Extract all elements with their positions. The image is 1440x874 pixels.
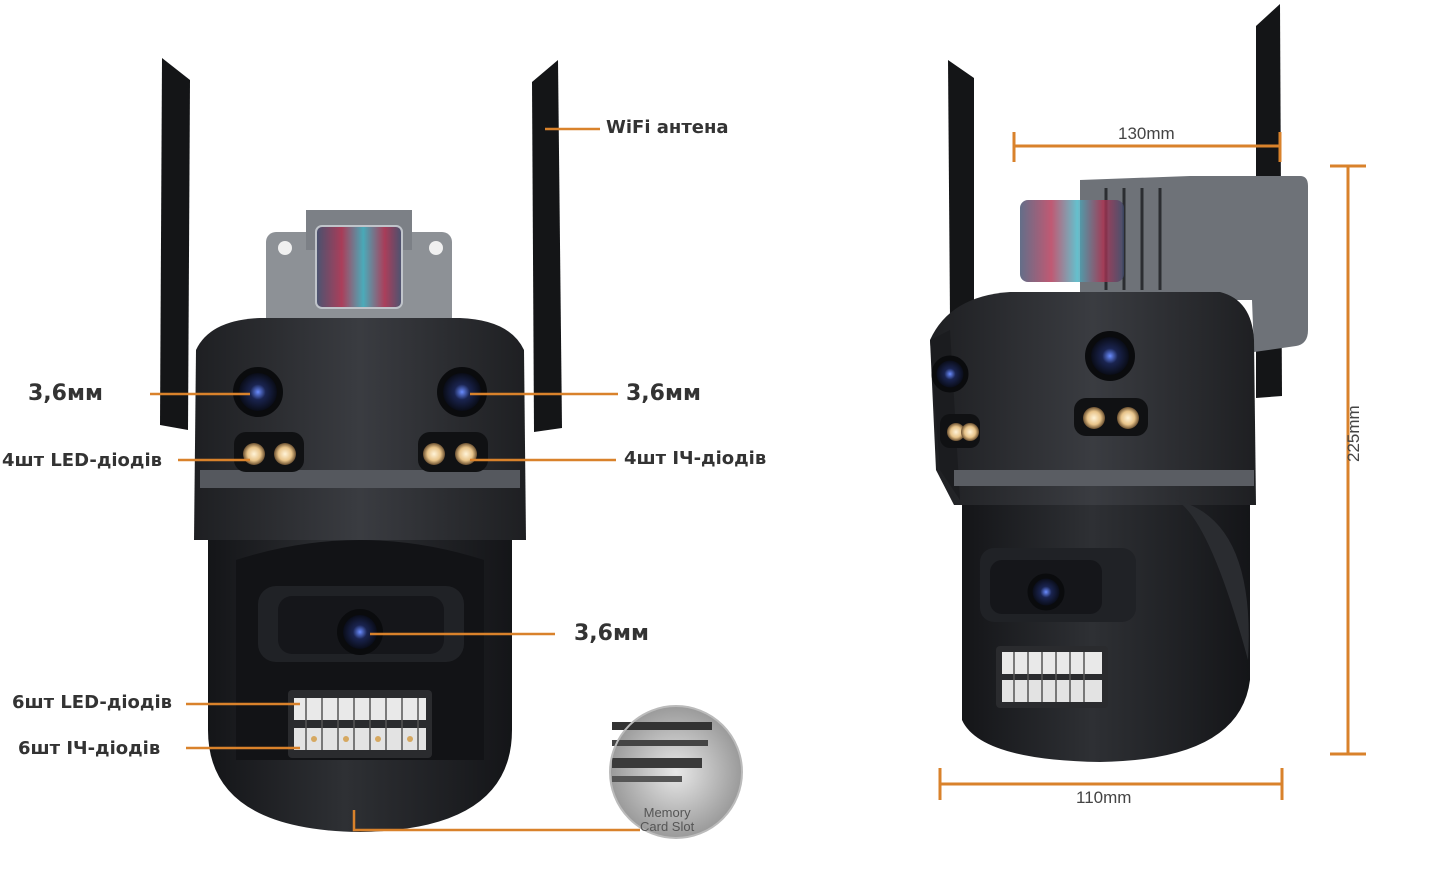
label-wifi-antenna: WiFi антена xyxy=(606,117,729,138)
transparent-cover-side xyxy=(1020,200,1124,282)
led-top-2 xyxy=(274,443,296,465)
transparent-cover xyxy=(316,226,402,308)
lens-side-front xyxy=(1085,331,1135,381)
led-top-1 xyxy=(243,443,265,465)
lens-left xyxy=(233,367,283,417)
bracket-screw-left xyxy=(278,241,292,255)
upper-housing xyxy=(194,318,526,540)
dimension-width-bottom: 110mm xyxy=(1076,788,1132,807)
label-memory-card-slot: Memory Card Slot xyxy=(640,806,694,834)
lens-side-bottom xyxy=(1027,573,1065,611)
antenna-side-left xyxy=(948,60,974,318)
bracket-screw-right xyxy=(429,241,443,255)
leader-lines xyxy=(150,127,640,832)
memory-card-slot-inset xyxy=(609,705,743,839)
label-lens-right: 3,6мм xyxy=(626,381,701,406)
label-ir-top: 4шт ІЧ-діодів xyxy=(624,448,767,469)
ir-top-2 xyxy=(455,443,477,465)
memory-card-line2: Card Slot xyxy=(640,819,695,834)
ir-top-1 xyxy=(423,443,445,465)
label-ir-bottom: 6шт ІЧ-діодів xyxy=(18,738,161,759)
lens-right xyxy=(437,367,487,417)
antenna-left xyxy=(160,58,190,430)
label-led-top: 4шт LED-діодів xyxy=(2,450,163,471)
dimension-lines xyxy=(938,132,1366,800)
camera-side-view xyxy=(930,4,1308,762)
label-lens-bottom: 3,6мм xyxy=(574,621,649,646)
wall-bracket-side xyxy=(1080,176,1308,352)
dimension-width-top: 130mm xyxy=(1118,124,1175,143)
camera-front-view xyxy=(160,58,562,832)
lens-bottom xyxy=(337,609,383,655)
antenna-right xyxy=(532,60,562,432)
memory-card-line1: Memory xyxy=(643,805,691,820)
lens-side-left xyxy=(931,355,969,393)
label-lens-left: 3,6мм xyxy=(28,381,103,406)
rotating-dome-side xyxy=(962,505,1250,762)
label-led-bottom: 6шт LED-діодів xyxy=(12,692,173,713)
dimension-height: 225mm xyxy=(1344,405,1363,462)
